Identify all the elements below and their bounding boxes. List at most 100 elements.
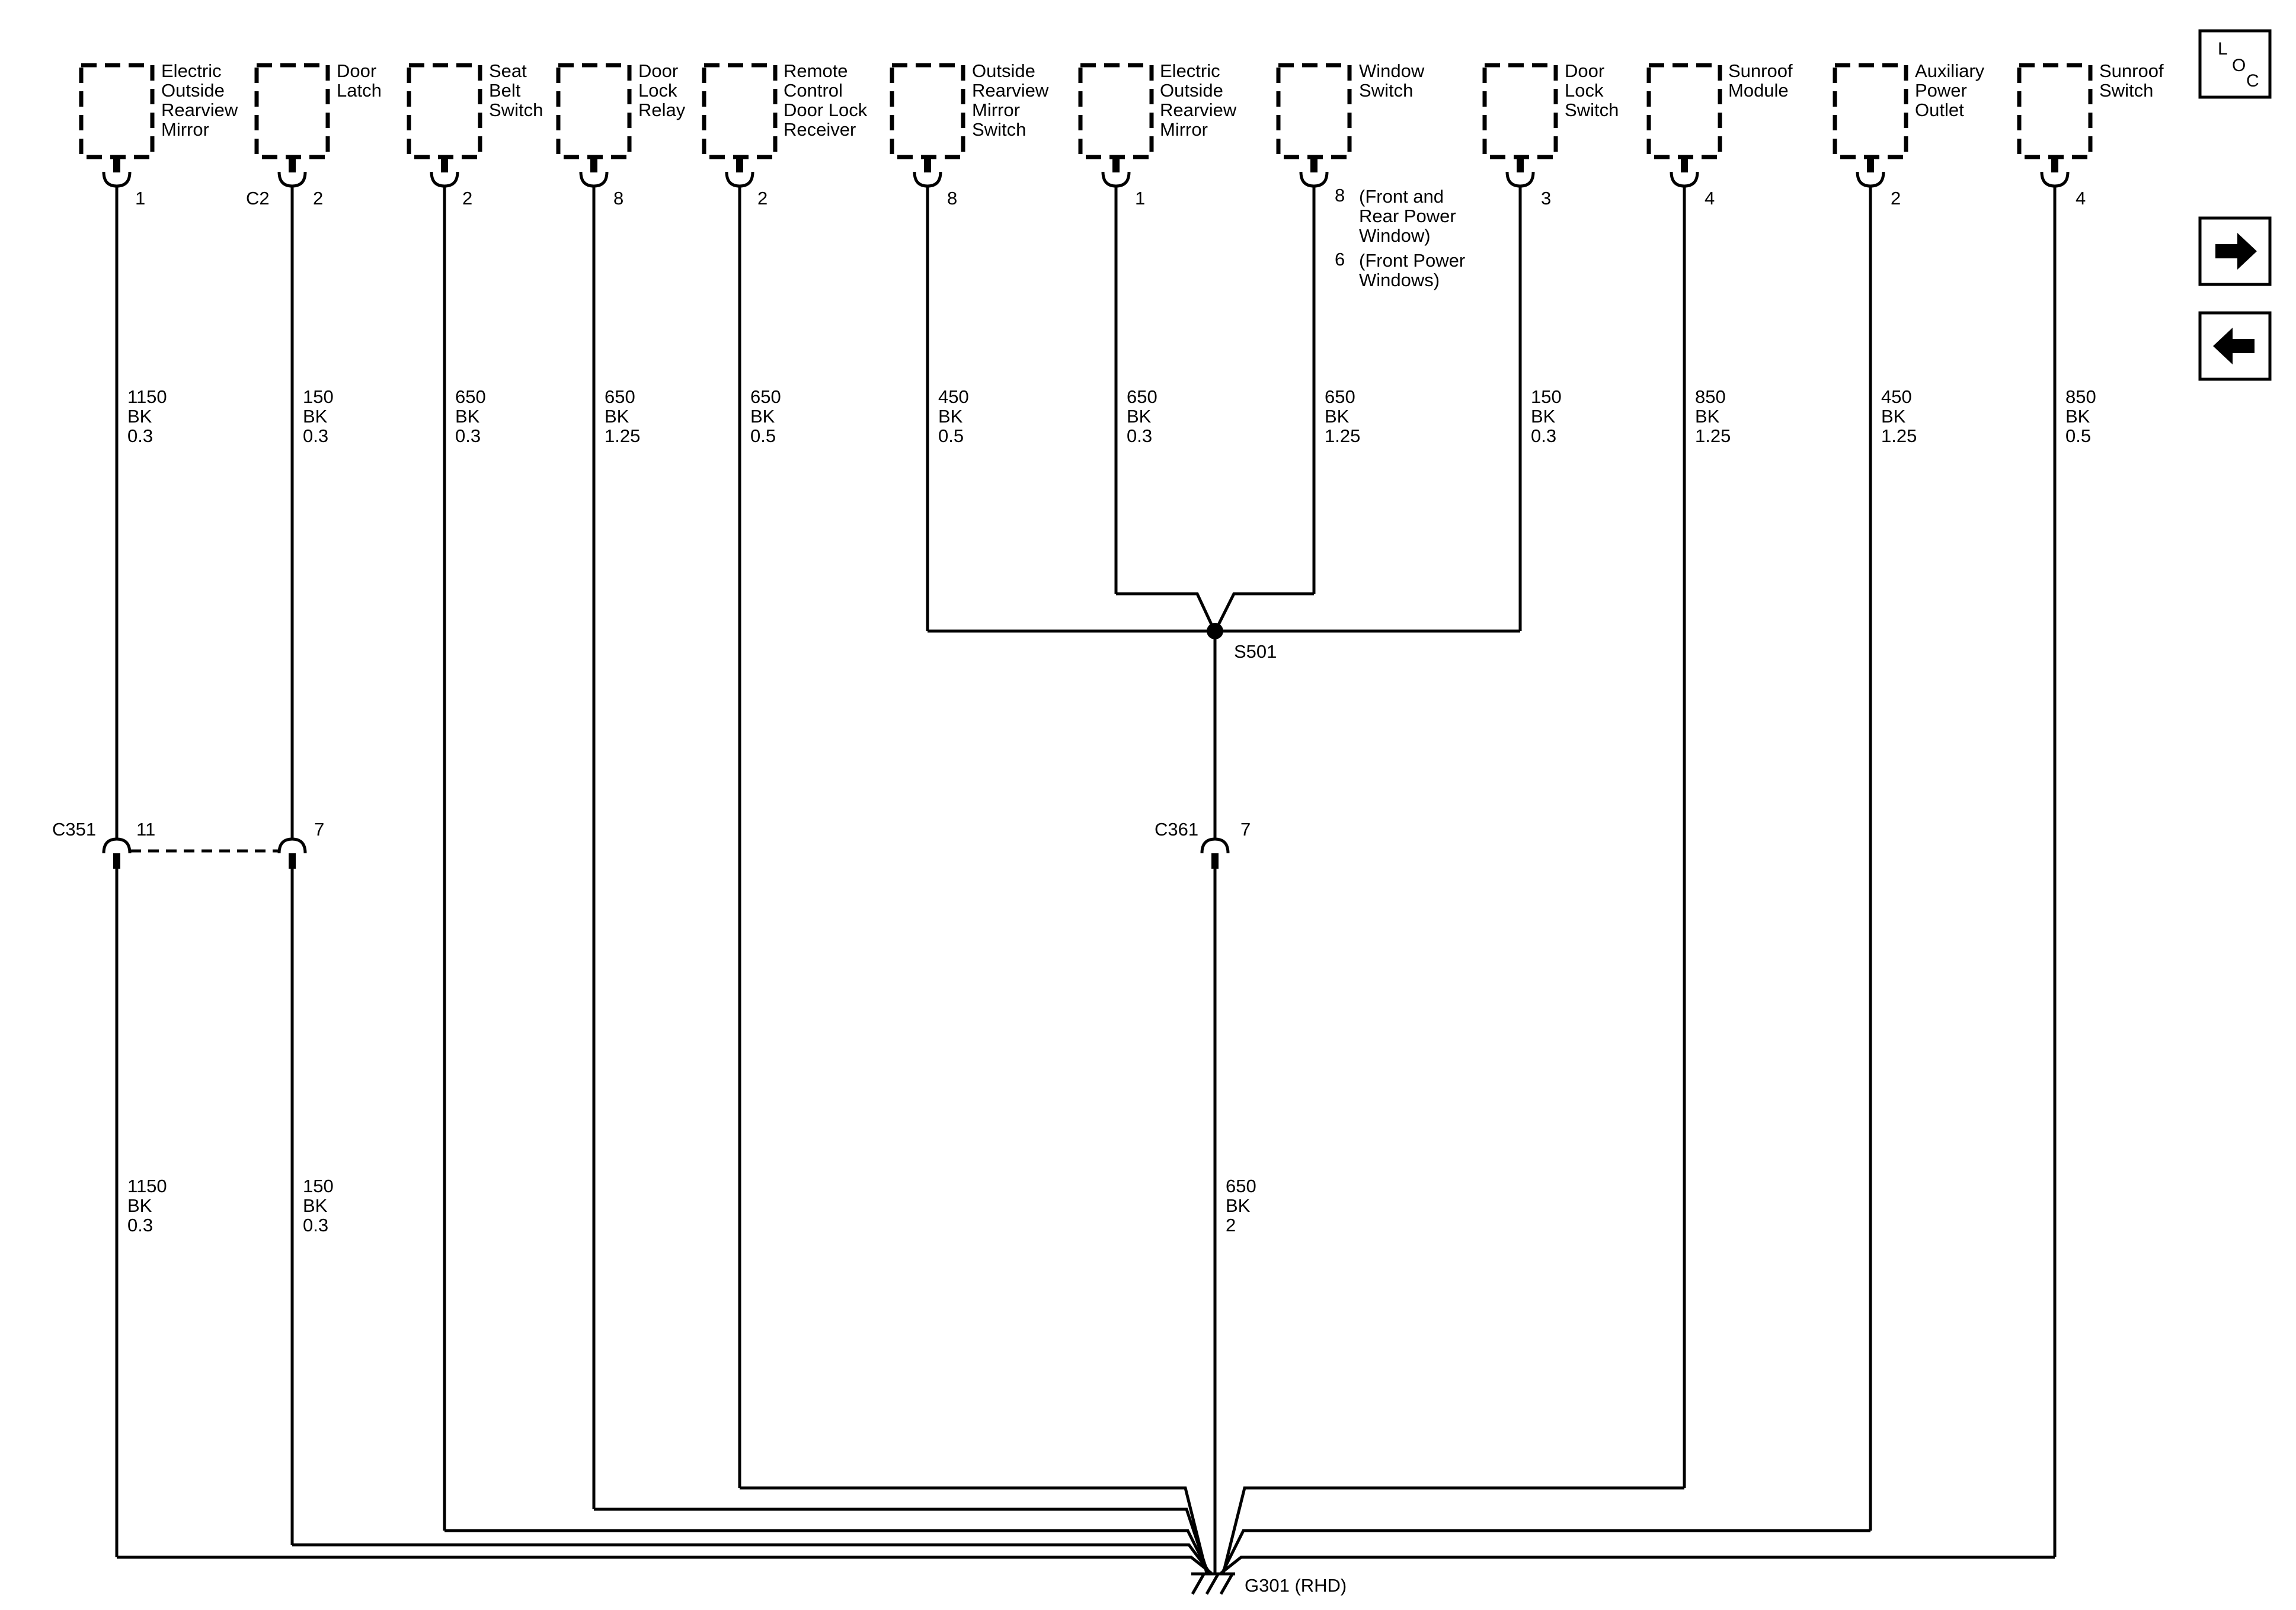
terminal-stub	[736, 157, 743, 172]
ground-symbol: G301 (RHD)	[1191, 1572, 1347, 1596]
ground-stroke	[1191, 1572, 1206, 1595]
pin-number: 2	[757, 188, 768, 209]
ground-run-aux-outlet	[1220, 1529, 1870, 1574]
connector-prefix: C2	[246, 188, 270, 209]
ground-label: G301 (RHD)	[1245, 1575, 1347, 1596]
terminal-cup	[2040, 171, 2070, 188]
ground-run-sunroof-module	[1221, 1486, 1684, 1574]
connector-c351-pin-b: 7	[314, 819, 324, 840]
ground-run-door-lock-relay	[594, 1507, 1210, 1574]
splice-branch-right	[1215, 592, 1314, 629]
splice-s501-dot	[1207, 623, 1223, 639]
terminal-cup	[430, 171, 459, 188]
component-box-seat-belt-switch	[407, 63, 482, 159]
pin-number: 1	[1135, 188, 1145, 209]
component-box-electric-outside-rearview-mirror-2	[1078, 63, 1154, 159]
component-box-sunroof-switch	[2017, 63, 2093, 159]
terminal-stub	[289, 157, 296, 172]
ground-stroke	[1219, 1572, 1235, 1595]
terminal-cup	[913, 171, 942, 188]
c351-pin-7-stub	[289, 853, 296, 869]
terminal-cup	[277, 171, 307, 188]
pin-number: 8	[1335, 185, 1345, 206]
connector-c351-pin-a: 11	[136, 819, 155, 840]
inline-connectors: C351 11 7 C361 7	[52, 819, 1251, 869]
c351-pin-7-cup	[277, 837, 307, 854]
terminal-cup	[1505, 171, 1535, 188]
terminal-stub	[590, 157, 597, 172]
loc-button-frame[interactable]	[2198, 29, 2272, 99]
component-box-electric-outside-rearview-mirror-1	[79, 63, 155, 159]
terminal-stub	[1517, 157, 1524, 172]
component-box-remote-control-door-lock-receiver	[702, 63, 778, 159]
terminal-stub	[441, 157, 448, 172]
terminal-cup	[1856, 171, 1885, 188]
terminal-stub	[2051, 157, 2058, 172]
terminal-stub	[1681, 157, 1688, 172]
terminal-cup	[725, 171, 754, 188]
pin-number: 2	[462, 188, 472, 209]
pin-number: 2	[1891, 188, 1901, 209]
terminal-cup	[579, 171, 609, 188]
pin-number: 1	[135, 188, 145, 209]
c361-pin-7-stub	[1211, 853, 1219, 869]
terminal-stub	[1112, 157, 1120, 172]
ground-run-remote-receiver	[740, 1486, 1208, 1574]
arrow-right-icon	[2215, 233, 2257, 270]
pin-number: 4	[2076, 188, 2086, 209]
connector-c351-label: C351	[52, 819, 96, 840]
terminal-cup	[1299, 171, 1329, 188]
component-terminals	[102, 157, 2070, 188]
pin-number: 8	[613, 188, 623, 209]
component-box-door-lock-switch	[1482, 63, 1558, 159]
arrow-left-icon	[2213, 328, 2255, 364]
component-box-door-lock-relay	[556, 63, 632, 159]
terminal-cup	[102, 171, 132, 188]
ground-run-seat-belt	[445, 1529, 1211, 1574]
connector-c361-label: C361	[1155, 819, 1198, 840]
pin-number: 3	[1541, 188, 1551, 209]
pin-number: 4	[1705, 188, 1715, 209]
loc-letter-l: L	[2218, 39, 2228, 59]
component-box-sunroof-module	[1646, 63, 1722, 159]
nav-forward-button[interactable]	[2198, 216, 2272, 286]
pin-number: 2	[313, 188, 323, 209]
ground-run-mirror-1	[117, 1555, 1213, 1574]
wires	[115, 185, 2057, 1574]
loc-letter-c: C	[2246, 71, 2259, 91]
nav-back-button[interactable]	[2198, 311, 2272, 381]
terminal-stub	[113, 157, 120, 172]
c351-pin-11-stub	[113, 853, 120, 869]
terminal-stub	[1867, 157, 1874, 172]
terminal-stub	[924, 157, 931, 172]
c351-pin-11-cup	[102, 837, 132, 854]
loc-button[interactable]: L O C	[2198, 29, 2272, 99]
